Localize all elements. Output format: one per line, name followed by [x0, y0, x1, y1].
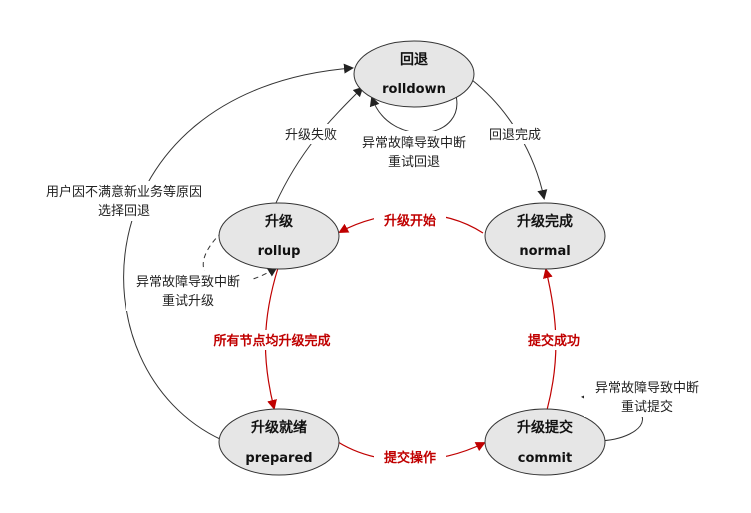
label-commit-success: 提交成功 [528, 333, 580, 349]
node-normal: 升级完成 normal [484, 202, 606, 270]
node-prepared-sub: prepared [245, 451, 312, 466]
label-rollback-complete: 回退完成 [489, 128, 541, 143]
node-rollup-title: 升级 [265, 213, 294, 230]
label-commit-operation: 提交操作 [384, 450, 436, 466]
node-normal-sub: normal [519, 244, 570, 259]
node-commit-title: 升级提交 [517, 419, 573, 436]
node-normal-title: 升级完成 [517, 213, 573, 230]
label-user-rollback-line1: 用户因不满意新业务等原因 [46, 184, 202, 200]
node-rollup-sub: rollup [258, 244, 301, 259]
node-commit-sub: commit [518, 451, 572, 466]
label-upgrade-failed: 升级失败 [285, 128, 337, 143]
node-rolldown: 回退 rolldown [353, 40, 475, 108]
label-user-rollback: 用户因不满意新业务等原因 选择回退 [36, 181, 212, 221]
label-commit-retry-line2: 重试提交 [621, 399, 673, 415]
node-rolldown-sub: rolldown [382, 82, 446, 97]
node-prepared: 升级就绪 prepared [218, 408, 340, 476]
label-rolldown-retry-line2: 重试回退 [388, 154, 440, 170]
node-commit: 升级提交 commit [484, 408, 606, 476]
label-upgrade-start: 升级开始 [384, 213, 436, 229]
label-rollup-retry-line2: 重试升级 [162, 293, 214, 309]
label-rollup-retry: 异常故障导致中断 重试升级 [126, 271, 250, 311]
edge-prepared-to-rolldown [123, 63, 354, 441]
label-user-rollback-line2: 选择回退 [98, 204, 150, 219]
edge-rollup-to-rolldown [274, 86, 364, 206]
node-prepared-title: 升级就绪 [251, 419, 307, 436]
label-commit-retry: 异常故障导致中断 重试提交 [584, 377, 710, 417]
label-all-nodes-upgraded: 所有节点均升级完成 [213, 333, 330, 349]
node-rollup: 升级 rollup [218, 202, 340, 270]
label-rolldown-retry-line1: 异常故障导致中断 [362, 136, 466, 151]
node-rolldown-title: 回退 [400, 52, 428, 68]
label-rolldown-retry: 异常故障导致中断 重试回退 [352, 131, 476, 171]
label-commit-retry-line1: 异常故障导致中断 [595, 381, 699, 396]
label-rollup-retry-line1: 异常故障导致中断 [136, 275, 240, 290]
